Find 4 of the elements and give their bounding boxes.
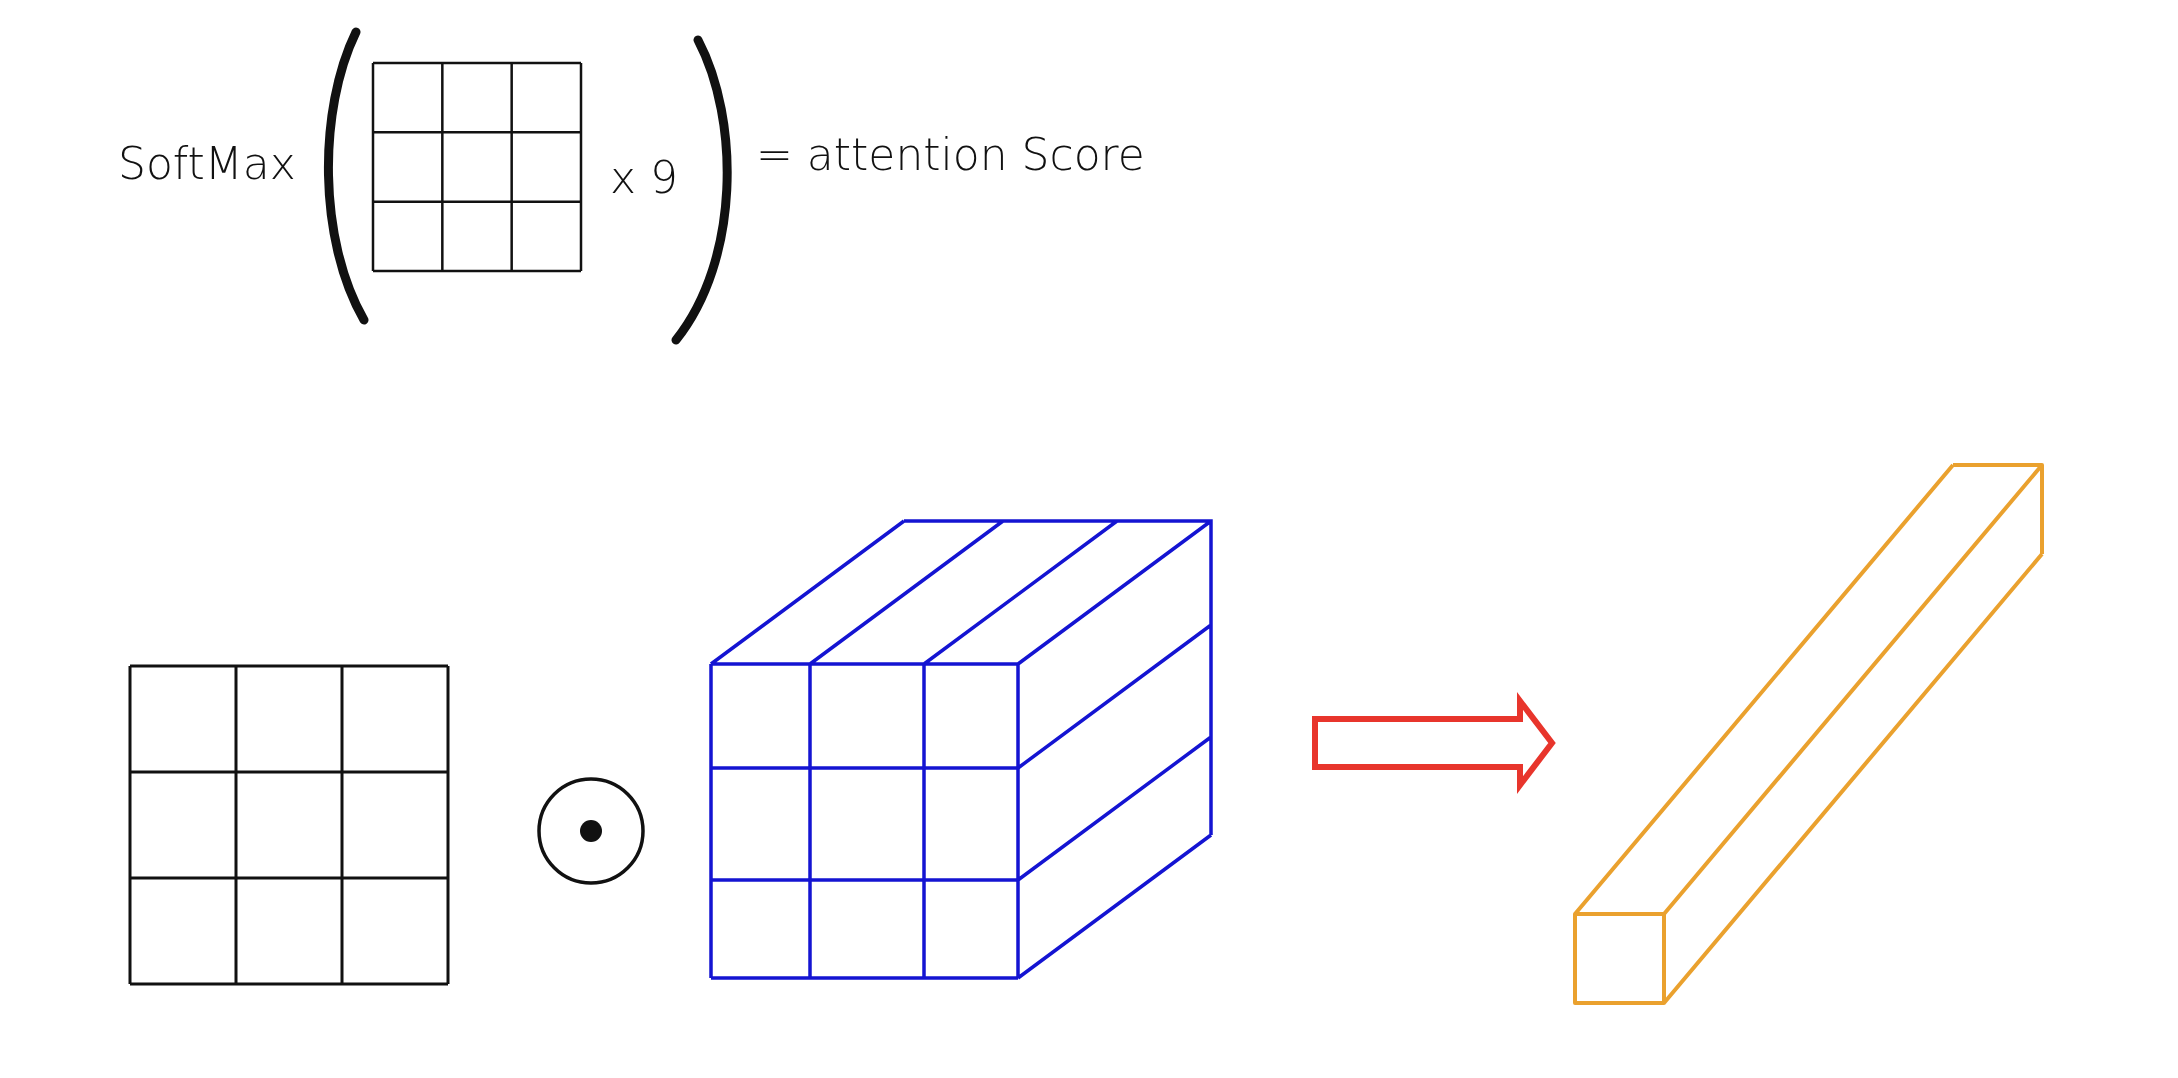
equation-label: = attention Score: [756, 133, 1145, 177]
multiplier-label: x 9: [610, 156, 679, 200]
arrow: [1312, 692, 1556, 794]
function-label: SoftMax: [118, 142, 296, 186]
